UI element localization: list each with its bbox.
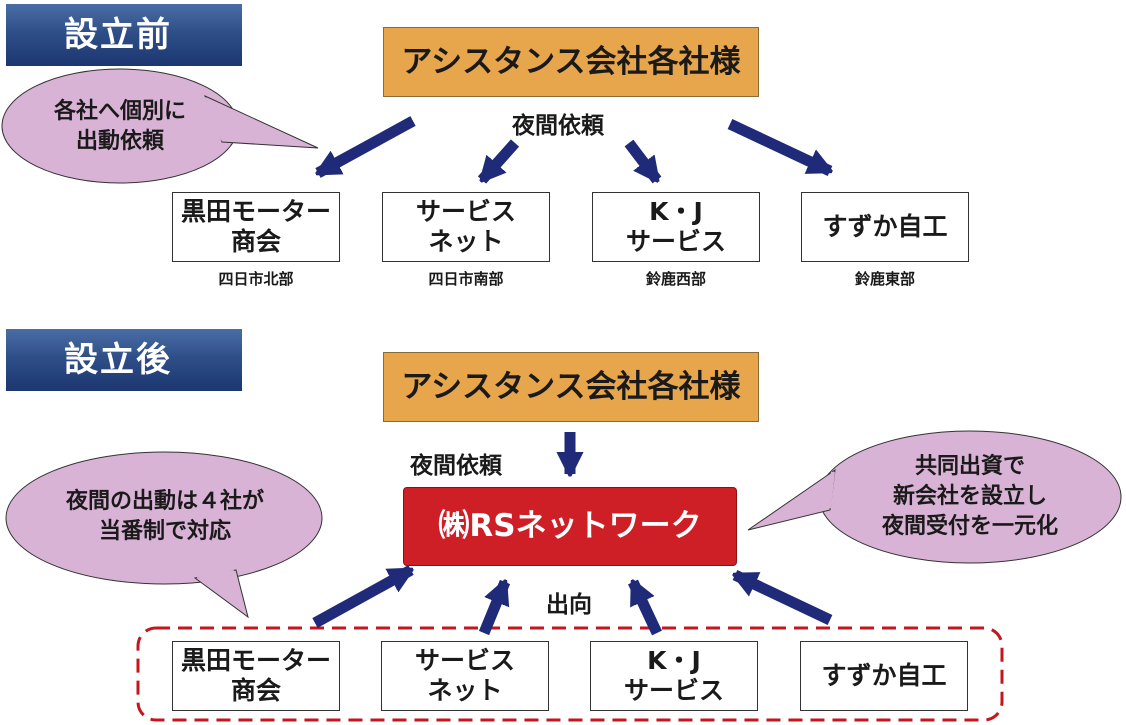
before-section-tag: 設立前 [6,4,242,66]
after-client-box: アシスタンス会社各社様 [383,352,759,422]
before-arrow-1 [318,116,416,178]
before-area-1: 四日市北部 [218,270,294,288]
before-flow-label: 夜間依頼 [512,113,604,139]
after-arrow-up-2 [478,582,511,636]
after-company-4: すずか自工 [800,641,968,711]
rs-network-box: ㈱RSネットワーク [404,488,736,565]
after-right-bubble-shape [747,430,1122,564]
before-bubble-text: 各社へ個別に 出動依頼 [53,99,186,154]
duty-group-border [136,626,1004,722]
after-arrow-up-3 [628,582,662,636]
after-arrow-up-4 [735,570,833,625]
before-arrow-2 [477,139,520,180]
after-flow-label: 夜間依頼 [410,453,502,479]
before-arrow-4 [727,119,830,176]
before-area-2: 四日市南部 [428,270,504,288]
before-arrow-3 [624,139,662,180]
after-company-3: K・J サービス [590,641,758,711]
before-company-3: K・J サービス [592,192,760,262]
after-company-2: サービス ネット [381,641,549,711]
before-bubble-shape [1,68,319,184]
before-area-4: 鈴鹿東部 [854,270,915,288]
before-company-4: すずか自工 [801,192,969,262]
after-arrow-up-1 [312,565,411,628]
after-left-bubble-text: 夜間の出動は４社が 当番制で対応 [65,489,264,544]
before-company-1: 黒田モーター 商会 [172,192,340,262]
before-client-box: アシスタンス会社各社様 [383,27,759,97]
after-left-bubble-shape [5,451,323,619]
after-company-1: 黒田モーター 商会 [172,641,340,711]
dispatch-label: 出向 [546,592,592,618]
after-section-tag: 設立後 [6,329,242,391]
before-company-2: サービス ネット [382,192,550,262]
before-area-3: 鈴鹿西部 [645,270,706,288]
after-right-bubble-text: 共同出資で 新会社を設立し 夜間受付を一元化 [881,454,1058,539]
